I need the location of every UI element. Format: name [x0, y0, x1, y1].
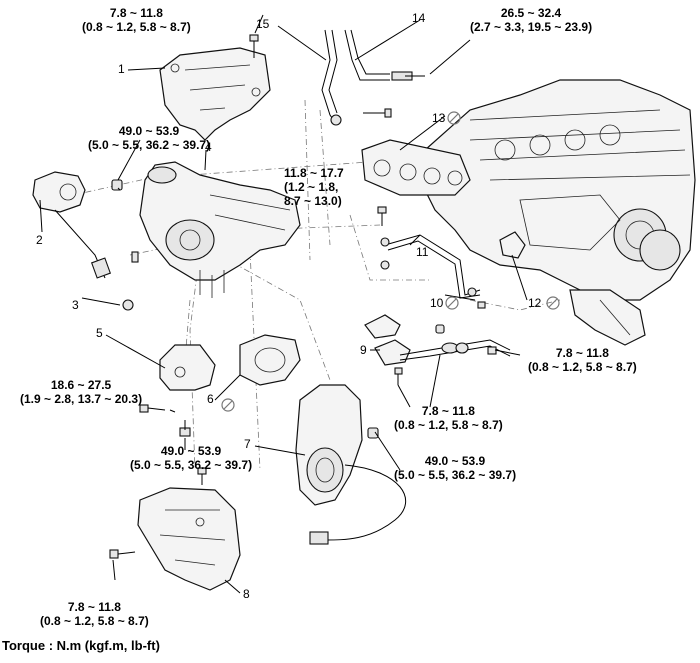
torque-value: 49.0 ~ 53.9 [118, 124, 180, 138]
exhaust-gasket-13 [361, 139, 471, 196]
torque-units-footnote: Torque : N.m (kgf.m, lb-ft) [2, 638, 160, 653]
torque-label-heat-protector-bolt: 7.8 ~ 11.8 (0.8 ~ 1.2, 5.8 ~ 8.7) [82, 6, 191, 34]
callout-7: 7 [244, 437, 251, 451]
callout-11: 11 [416, 245, 429, 259]
oil-feed-tube-9 [364, 314, 511, 366]
torque-value-alt-units: (0.8 ~ 1.2, 5.8 ~ 8.7) [82, 20, 191, 34]
no-reuse-icon [221, 111, 560, 412]
support-bracket-5 [159, 344, 216, 391]
torque-label-oil-feed-bolt-right: 7.8 ~ 11.8 (0.8 ~ 1.2, 5.8 ~ 8.7) [528, 346, 637, 374]
coolant-pipes-14-15 [321, 29, 425, 126]
callout-10: 10 [430, 296, 444, 310]
torque-value-alt-units: 8.7 ~ 13.0) [284, 194, 342, 208]
bolt-icon [109, 34, 497, 559]
turbo-outlet-gasket-6 [239, 334, 301, 386]
callout-4: 4 [205, 140, 212, 154]
manifold-turbo-4 [139, 161, 301, 298]
callout-3: 3 [72, 298, 79, 312]
torque-value-alt-units: (0.8 ~ 1.2, 5.8 ~ 8.7) [528, 360, 637, 374]
torque-value-alt-units: (5.0 ~ 5.5, 36.2 ~ 39.7) [130, 458, 253, 472]
clip-3 [122, 251, 139, 311]
callout-13: 13 [432, 111, 446, 125]
torque-label-converter-nut: 49.0 ~ 53.9 (5.0 ~ 5.5, 36.2 ~ 39.7) [394, 454, 516, 482]
gasket-12 [499, 231, 526, 259]
torque-value: 18.6 ~ 27.5 [50, 378, 112, 392]
torque-label-oil-feed-bolt: 7.8 ~ 11.8 (0.8 ~ 1.2, 5.8 ~ 8.7) [394, 404, 503, 432]
leader-lines [39, 14, 528, 594]
torque-value: 7.8 ~ 11.8 [421, 404, 475, 418]
torque-label-bracket-nut: 49.0 ~ 53.9 (5.0 ~ 5.5, 36.2 ~ 39.7) [130, 444, 252, 472]
torque-value-alt-units: (1.9 ~ 2.8, 13.7 ~ 20.3) [20, 392, 143, 406]
torque-value: 49.0 ~ 53.9 [160, 444, 222, 458]
callout-12: 12 [528, 296, 542, 310]
callout-1: 1 [118, 62, 125, 76]
torque-value: 26.5 ~ 32.4 [500, 6, 562, 20]
torque-label-manifold-nut: 49.0 ~ 53.9 (5.0 ~ 5.5, 36.2 ~ 39.7) [88, 124, 210, 152]
callout-8: 8 [243, 587, 250, 601]
wastegate-actuator-2 [32, 171, 112, 279]
heat-protector-upper-1 [159, 47, 271, 141]
heat-protector-lower-8 [137, 487, 241, 591]
torque-value: 7.8 ~ 11.8 [67, 600, 121, 614]
torque-value-alt-units: (2.7 ~ 3.3, 19.5 ~ 23.9) [470, 20, 593, 34]
torque-value-alt-units: (1.2 ~ 1.8, [284, 180, 339, 194]
torque-value-alt-units: (5.0 ~ 5.5, 36.2 ~ 39.7) [88, 138, 211, 152]
callout-6: 6 [207, 392, 214, 406]
torque-value-alt-units: (0.8 ~ 1.2, 5.8 ~ 8.7) [394, 418, 503, 432]
torque-value: 7.8 ~ 11.8 [109, 6, 163, 20]
catalytic-converter-7 [295, 384, 406, 545]
callout-9: 9 [360, 343, 367, 357]
torque-label-coolant-pipe: 26.5 ~ 32.4 (2.7 ~ 3.3, 19.5 ~ 23.9) [470, 6, 592, 34]
callout-14: 14 [412, 11, 426, 25]
callout-15: 15 [256, 17, 270, 31]
torque-value-alt-units: (5.0 ~ 5.5, 36.2 ~ 39.7) [394, 468, 517, 482]
torque-value: 7.8 ~ 11.8 [555, 346, 609, 360]
torque-label-oil-return-bolt: 11.8 ~ 17.7 (1.2 ~ 1.8, 8.7 ~ 13.0) [284, 166, 344, 208]
torque-label-lower-protector-bolt: 7.8 ~ 11.8 (0.8 ~ 1.2, 5.8 ~ 8.7) [40, 600, 149, 628]
engine-block [419, 79, 696, 346]
torque-label-bracket-bolt: 18.6 ~ 27.5 (1.9 ~ 2.8, 13.7 ~ 20.3) [20, 378, 142, 406]
oil-return-tube-11 [380, 234, 481, 299]
torque-value: 11.8 ~ 17.7 [284, 166, 344, 180]
callout-2: 2 [36, 233, 43, 247]
torque-value: 49.0 ~ 53.9 [424, 454, 486, 468]
callout-5: 5 [96, 326, 103, 340]
torque-value-alt-units: (0.8 ~ 1.2, 5.8 ~ 8.7) [40, 614, 149, 628]
